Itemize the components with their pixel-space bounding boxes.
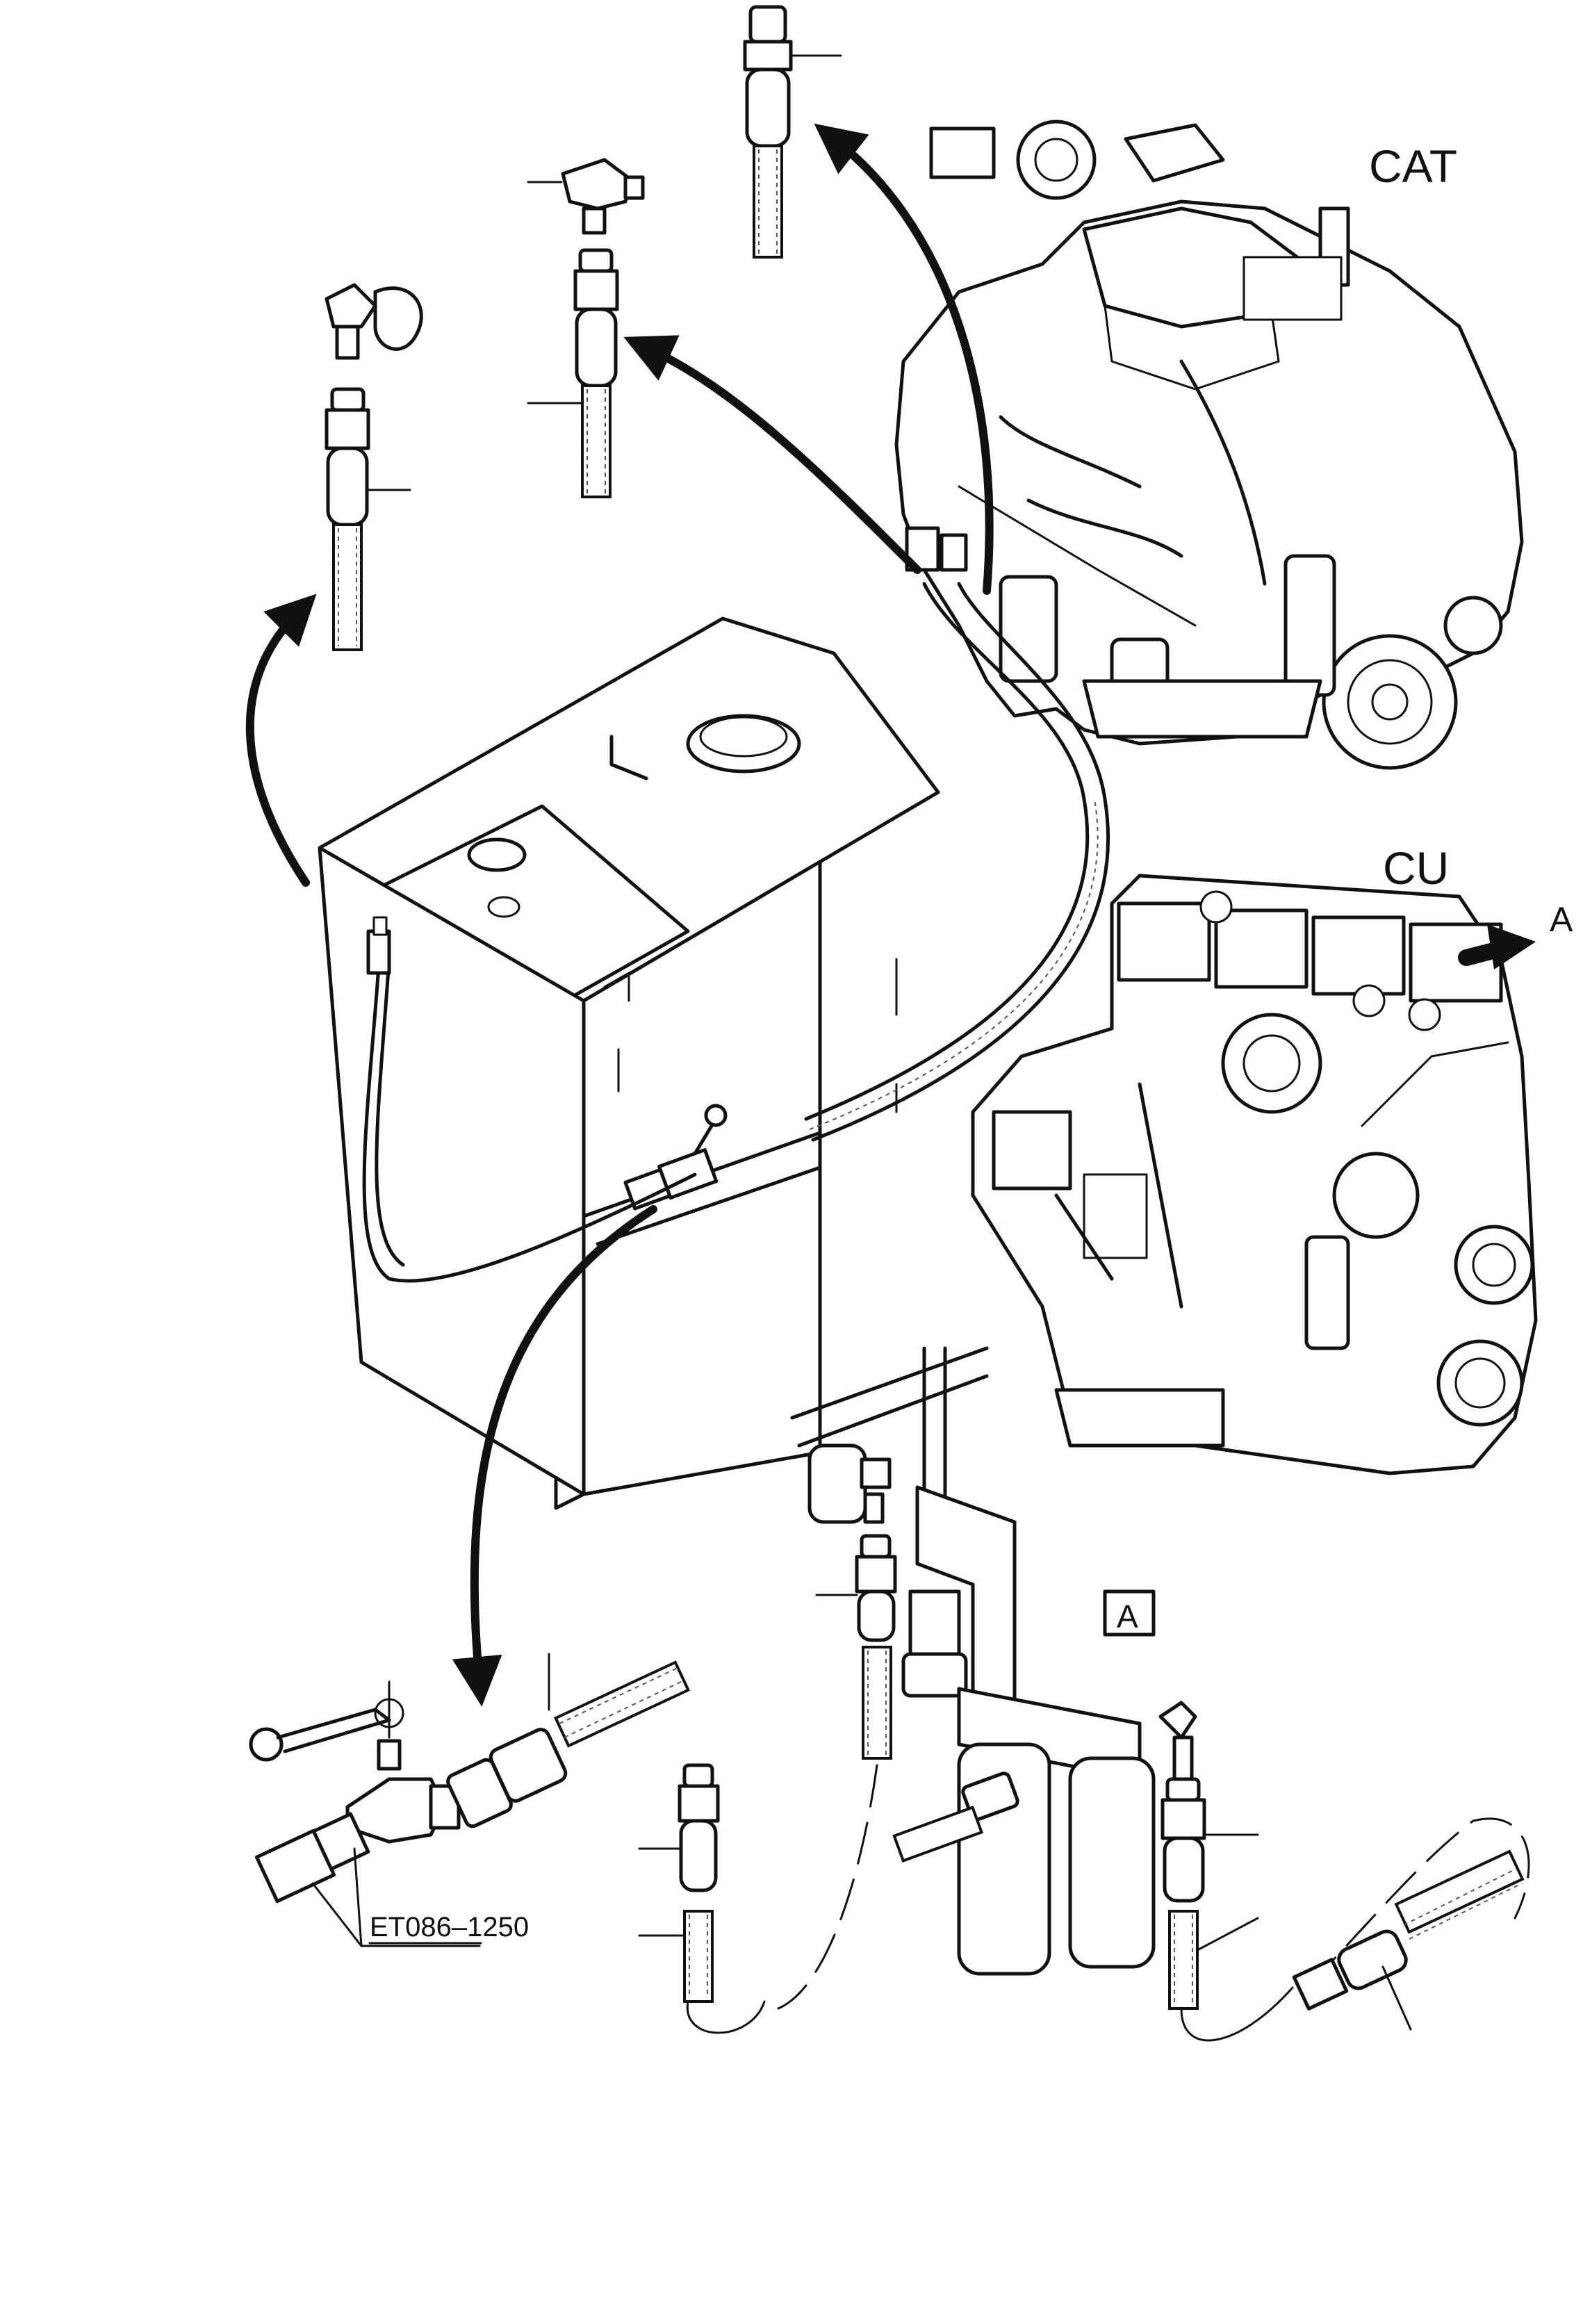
hose-detail-elbow	[527, 158, 645, 498]
hose-detail-far-right	[1292, 1817, 1530, 2031]
hose-detail-tee	[325, 283, 423, 651]
engine-label-cu: CU	[1383, 842, 1449, 894]
drain-tap-detail	[249, 1653, 691, 1947]
view-arrow-head	[1487, 924, 1536, 969]
hose-detail-center	[777, 1534, 897, 2010]
fuel-tank	[318, 616, 940, 1510]
detail-box-label: A	[1117, 1598, 1138, 1635]
engine-label-cat: CAT	[1369, 140, 1457, 192]
drawing-code: ET086–1250	[370, 1912, 529, 1942]
cat-engine	[894, 120, 1524, 770]
detail-box-a	[1103, 1589, 1156, 1637]
curved-arrow-icon	[245, 123, 994, 1707]
tank-drain-valve	[623, 1104, 728, 1211]
view-arrow-label: A	[1550, 900, 1573, 939]
filter-assembly	[790, 1346, 1156, 1976]
hose-detail-left-loose	[638, 1763, 766, 2034]
cu-engine	[971, 874, 1538, 1475]
hose-detail-top	[743, 5, 842, 259]
hose-detail-right	[1158, 1701, 1294, 2042]
